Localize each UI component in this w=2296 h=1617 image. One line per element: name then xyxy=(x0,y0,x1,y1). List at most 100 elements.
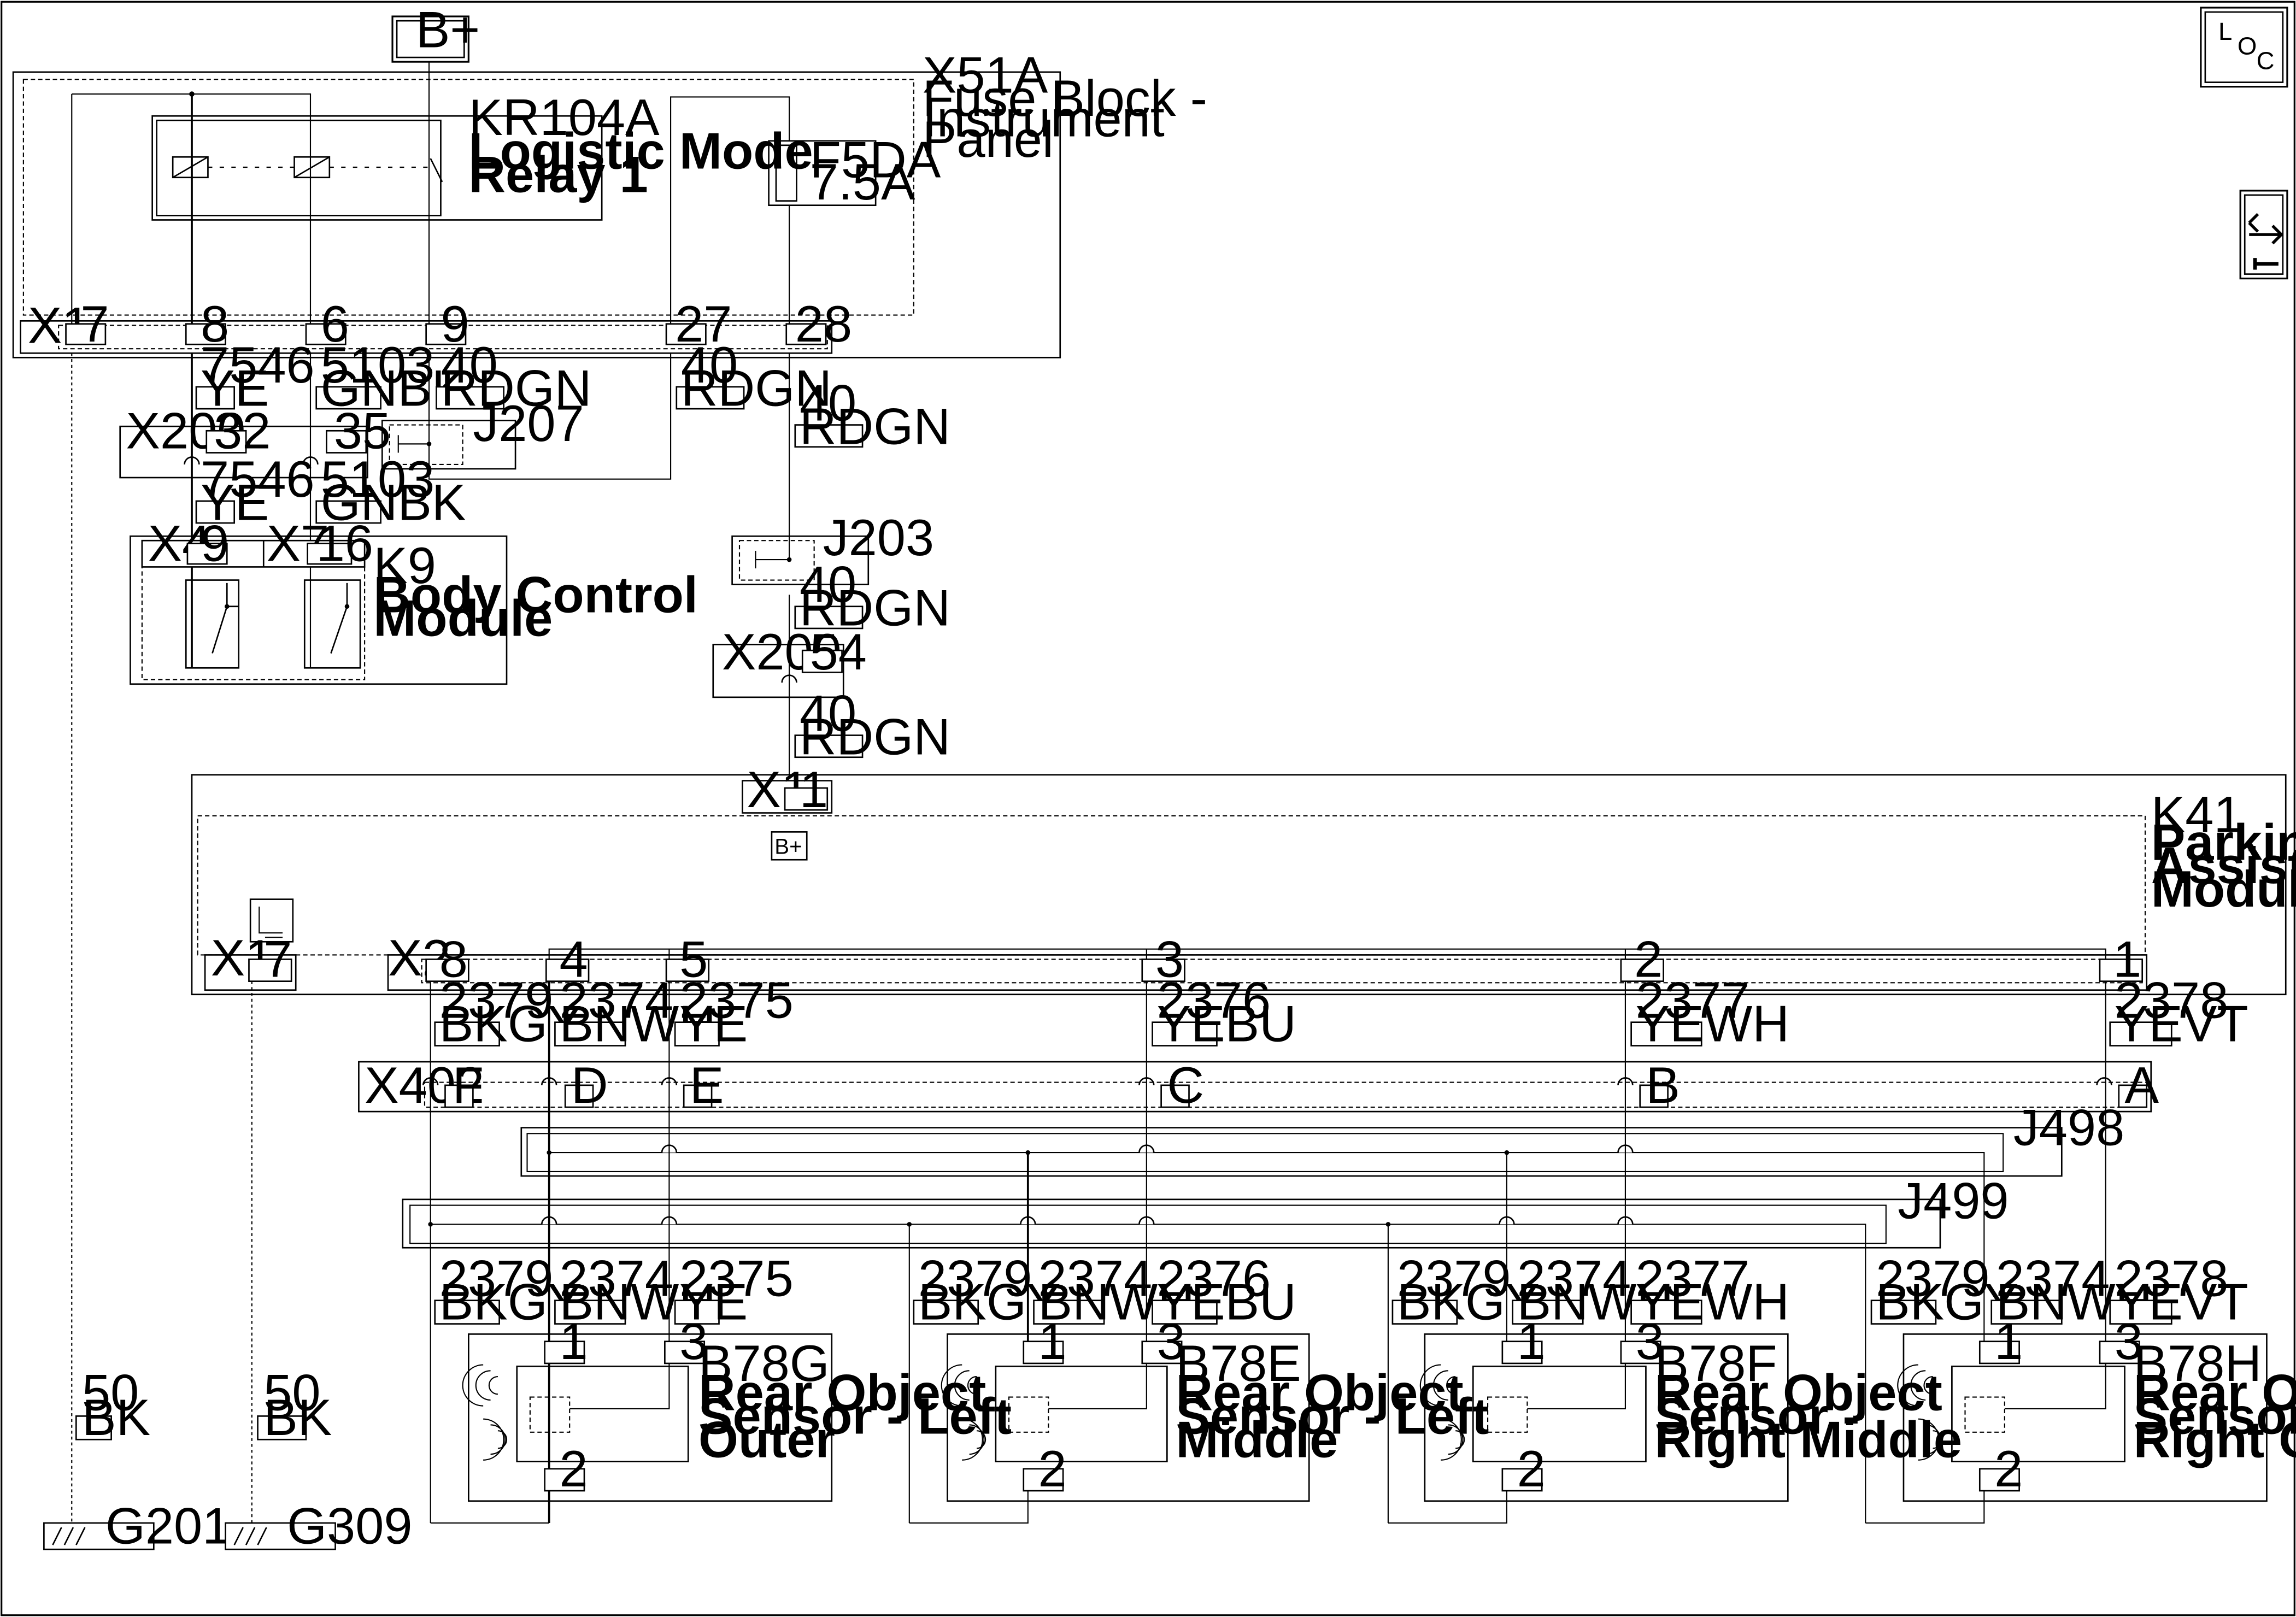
svg-text:O: O xyxy=(2238,32,2257,60)
pacm-name-line-3: Module xyxy=(2151,860,2296,918)
svg-text:40: 40 xyxy=(441,336,497,393)
mid-wire-label: 40 RDGN xyxy=(794,556,950,637)
fuse-block-pin: 27 xyxy=(665,295,732,352)
svg-text:L: L xyxy=(2218,17,2232,45)
svg-text:2379: 2379 xyxy=(1397,1250,1511,1307)
svg-text:YE: YE xyxy=(201,474,269,531)
ultrasonic-wave-icon xyxy=(962,1418,986,1461)
svg-text:2: 2 xyxy=(1038,1440,1067,1497)
svg-text:2378: 2378 xyxy=(2115,1250,2229,1307)
svg-text:YEWH: YEWH xyxy=(1636,995,1789,1052)
pacm-internal-wires xyxy=(548,948,2106,960)
relay-ref: KR104A xyxy=(468,89,660,146)
svg-text:1: 1 xyxy=(1994,1313,2023,1370)
fuse-block-pin: 6 xyxy=(305,295,349,352)
body-control-module: X4 9 X7 16 K9 Body Control Module xyxy=(130,515,698,685)
svg-text:1: 1 xyxy=(800,761,828,818)
svg-text:C: C xyxy=(2257,46,2275,74)
svg-text:2374: 2374 xyxy=(559,1250,673,1307)
j207-label: J207 xyxy=(473,395,584,452)
fuse-block-name-line-2: Instrument xyxy=(923,90,1165,148)
svg-text:2374: 2374 xyxy=(1996,1250,2110,1307)
logistic-mode-relay: KR104A Logistic Mode Relay 1 xyxy=(151,89,813,221)
svg-text:Right Middle: Right Middle xyxy=(1655,1410,1963,1468)
pacm-name-line-2: Assist Control xyxy=(2151,837,2296,894)
svg-text:GNBK: GNBK xyxy=(321,474,466,531)
svg-text:5: 5 xyxy=(679,931,708,988)
relay-name-line-1: Logistic Mode xyxy=(468,122,813,180)
fuse-ref: F5DA xyxy=(810,131,941,189)
connector-repair-icon[interactable] xyxy=(2239,190,2288,280)
svg-text:2379: 2379 xyxy=(1876,1250,1990,1307)
parking-assist-module: X1 1 B+ K41 Parking Assist Control Modul… xyxy=(191,761,2296,996)
svg-text:RDGN: RDGN xyxy=(681,360,832,417)
svg-text:7: 7 xyxy=(263,931,292,988)
svg-text:YEVT: YEVT xyxy=(2115,1273,2248,1331)
svg-text:1: 1 xyxy=(1038,1313,1067,1370)
svg-text:50: 50 xyxy=(82,1364,139,1421)
fuse-block-name-line-1: Fuse Block - xyxy=(923,69,1207,127)
svg-text:Rear Object: Rear Object xyxy=(1655,1364,1942,1421)
svg-text:2376: 2376 xyxy=(1157,972,1271,1029)
svg-text:3: 3 xyxy=(1157,1313,1185,1370)
top-bplus-terminal: B+ xyxy=(391,1,480,63)
svg-text:1: 1 xyxy=(559,1313,588,1370)
svg-text:3: 3 xyxy=(679,1313,708,1370)
svg-text:5103: 5103 xyxy=(321,450,435,508)
svg-text:2378: 2378 xyxy=(2115,972,2229,1029)
svg-text:50: 50 xyxy=(263,1364,320,1421)
svg-text:G309: G309 xyxy=(287,1497,412,1554)
upper-wire-label: 40 RDGN xyxy=(676,336,832,417)
svg-text:2: 2 xyxy=(1994,1440,2023,1497)
j203-label: J203 xyxy=(823,509,934,566)
svg-text:BK: BK xyxy=(263,1389,332,1446)
ground-icon xyxy=(52,1527,86,1545)
ultrasonic-wave-icon xyxy=(941,1364,977,1407)
fuse-block-pin: 28 xyxy=(785,295,852,352)
svg-text:Rear Object: Rear Object xyxy=(698,1364,986,1421)
ground-g201: 50 BK G201 xyxy=(43,1364,231,1554)
svg-text:YE: YE xyxy=(201,360,269,417)
svg-text:Rear Object: Rear Object xyxy=(2134,1364,2296,1421)
fuse-f5da: F5DA 7.5A xyxy=(768,131,941,210)
svg-text:16: 16 xyxy=(316,515,373,572)
svg-text:RDGN: RDGN xyxy=(800,397,950,455)
loc-icon[interactable]: L O C xyxy=(2200,7,2288,88)
svg-text:2374: 2374 xyxy=(1517,1250,1631,1307)
x200-connector-upper: X200 32 35 xyxy=(119,402,391,479)
svg-text:6: 6 xyxy=(321,295,349,352)
svg-text:2374: 2374 xyxy=(559,972,673,1029)
svg-text:2379: 2379 xyxy=(439,1250,554,1307)
svg-text:YEVT: YEVT xyxy=(2115,995,2248,1052)
svg-text:32: 32 xyxy=(214,402,271,459)
j499-label: J499 xyxy=(1898,1172,2009,1230)
bcm-ref: K9 xyxy=(373,537,436,594)
svg-text:2: 2 xyxy=(1634,931,1663,988)
svg-text:Sensor -: Sensor - xyxy=(1655,1387,1860,1445)
svg-text:54: 54 xyxy=(810,623,867,680)
ultrasonic-wave-icon xyxy=(1897,1364,1933,1407)
svg-text:40: 40 xyxy=(681,336,738,393)
upper-wire-label: 40 RDGN xyxy=(436,336,592,417)
splice-j207: J207 xyxy=(381,395,584,470)
top-bplus-label: B+ xyxy=(416,1,480,58)
svg-text:2377: 2377 xyxy=(1636,972,1750,1029)
ultrasonic-wave-icon xyxy=(462,1364,498,1407)
fuse-block-ref: X51A xyxy=(923,46,1048,103)
svg-text:3: 3 xyxy=(1155,931,1184,988)
svg-text:8: 8 xyxy=(439,931,468,988)
svg-text:YEWH: YEWH xyxy=(1636,1273,1789,1331)
svg-text:Sensor - Left: Sensor - Left xyxy=(1176,1387,1489,1445)
bcm-name-line-2: Module xyxy=(373,589,553,646)
svg-text:3: 3 xyxy=(1636,1313,1664,1370)
svg-text:2379: 2379 xyxy=(439,972,554,1029)
pacm-ref: K41 xyxy=(2151,785,2242,843)
mid-wire-label: 40 RDGN xyxy=(794,685,950,765)
ultrasonic-wave-icon xyxy=(1419,1364,1456,1407)
svg-text:1: 1 xyxy=(1517,1313,1546,1370)
ultrasonic-wave-icon xyxy=(1441,1418,1465,1461)
